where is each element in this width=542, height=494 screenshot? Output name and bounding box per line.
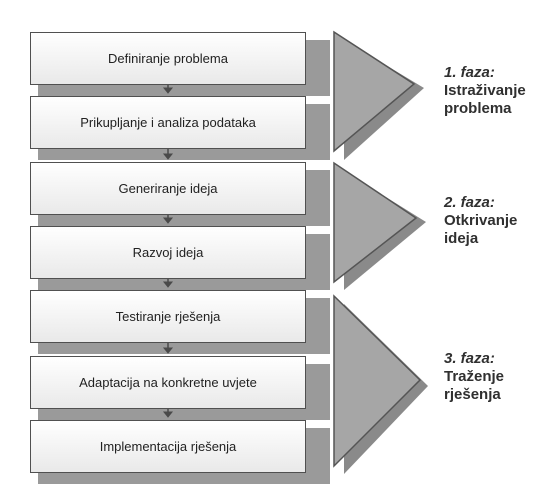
step-box-5: Testiranje rješenja xyxy=(30,290,306,343)
step-label: Prikupljanje i analiza podataka xyxy=(80,115,256,130)
phase-3-label: 3. faza: Traženje rješenja xyxy=(444,350,542,404)
phase-name: Otkrivanje xyxy=(444,212,518,229)
phase-name: Traženje xyxy=(444,368,505,385)
step-box-6: Adaptacija na konkretne uvjete xyxy=(30,356,306,409)
step-box-4: Razvoj ideja xyxy=(30,226,306,279)
phase-name: rješenja xyxy=(444,386,501,403)
phase-3-triangle xyxy=(333,294,422,468)
step-label: Testiranje rješenja xyxy=(115,309,221,324)
arrowhead xyxy=(162,153,174,160)
step-label: Generiranje ideja xyxy=(118,181,218,196)
step-label: Implementacija rješenja xyxy=(99,439,237,454)
phase-number: 2. faza: xyxy=(444,194,495,211)
step-box-3: Generiranje ideja xyxy=(30,162,306,215)
arrowhead xyxy=(162,347,174,354)
phase-2-triangle xyxy=(333,161,418,284)
phase-name: ideja xyxy=(444,230,479,247)
arrowhead xyxy=(162,281,174,288)
step-box-1: Definiranje problema xyxy=(30,32,306,85)
step-box-2: Prikupljanje i analiza podataka xyxy=(30,96,306,149)
arrowhead xyxy=(162,411,174,418)
phase-number: 3. faza: xyxy=(444,350,495,367)
step-label: Adaptacija na konkretne uvjete xyxy=(79,375,257,390)
step-box-7: Implementacija rješenja xyxy=(30,420,306,473)
step-label: Definiranje problema xyxy=(108,51,228,66)
phase-1-label: 1. faza: Istraživanje problema xyxy=(444,64,542,118)
phase-name: Istraživanje xyxy=(444,82,526,99)
phase-2-label: 2. faza: Otkrivanje ideja xyxy=(444,194,542,248)
arrowhead xyxy=(162,217,174,224)
phase-1-triangle xyxy=(333,30,416,153)
phase-name: problema xyxy=(444,100,512,117)
phase-number: 1. faza: xyxy=(444,64,495,81)
step-label: Razvoj ideja xyxy=(132,245,204,260)
arrowhead xyxy=(162,87,174,94)
